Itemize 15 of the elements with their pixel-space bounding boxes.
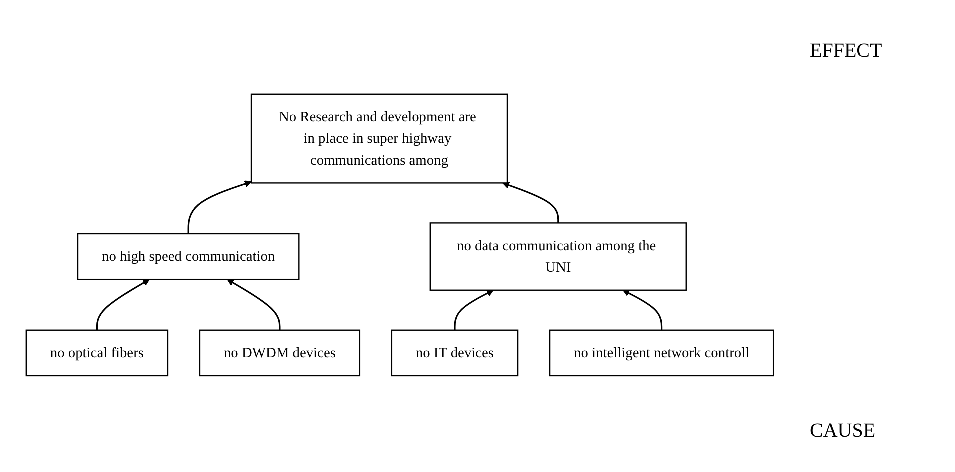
arrow	[188, 180, 252, 234]
annotation-label: EFFECT	[810, 40, 882, 63]
node-box: no high speed communication	[77, 233, 300, 280]
node-box: No Research and development are in place in super highway communications among	[250, 94, 508, 184]
arrow	[454, 290, 494, 330]
arrow	[96, 279, 150, 330]
arrow	[227, 279, 281, 330]
node-box: no DWDM devices	[199, 330, 361, 376]
node-box: no IT devices	[391, 330, 519, 376]
node-box: no data communication among the UNI	[430, 222, 687, 291]
node-box: no optical fibers	[26, 330, 169, 376]
arrow	[502, 182, 560, 223]
arrow	[622, 290, 663, 330]
annotation-label: CAUSE	[810, 420, 876, 443]
node-box: no intelligent network controll	[549, 330, 774, 376]
